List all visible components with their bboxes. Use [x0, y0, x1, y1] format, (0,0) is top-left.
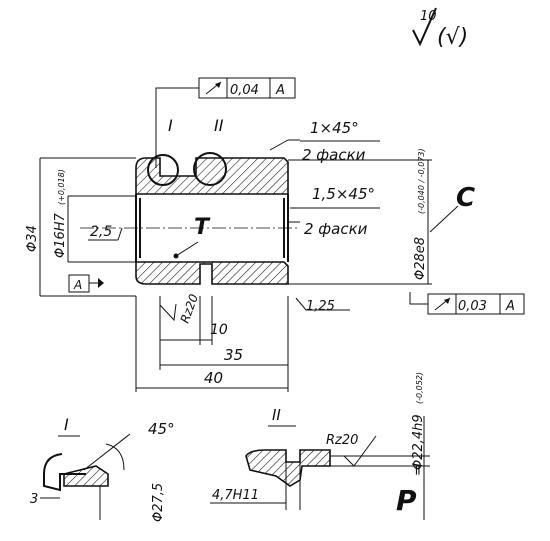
- detail-view-2: II Rz20 4,7H11: [210, 406, 377, 510]
- detail-2-groove: 4,7H11: [212, 488, 259, 503]
- label-C: C: [456, 183, 475, 213]
- p-dim: Φ22,4h9: [411, 414, 426, 470]
- label-T: T: [194, 215, 211, 240]
- datum-a-box: A: [68, 274, 104, 293]
- dim-1-25: 1,25: [306, 299, 335, 314]
- tolerance-frame-top: 0,04 A: [155, 77, 296, 168]
- bushing-section: [80, 152, 300, 285]
- surface-finish-symbol: 10 (√): [412, 7, 468, 50]
- tolerance-right-datum: A: [505, 299, 515, 314]
- surface-finish-value: 10: [420, 9, 437, 24]
- check-mark-icon: [412, 7, 437, 47]
- tolerance-right-value: 0,03: [458, 299, 487, 314]
- detail-view-1: I 45° 3 Φ27,5: [30, 415, 175, 522]
- inner-chamfer-count: 2 фаски: [304, 220, 368, 238]
- dim-d34: Φ34: [25, 225, 40, 252]
- tolerance-frame-right: 0,03 A: [409, 292, 525, 315]
- dim-d16: Φ16H7: [53, 212, 68, 258]
- p-tol: (-0,052): [415, 372, 424, 404]
- label-P: P: [396, 484, 417, 517]
- dim-d28: Φ28e8: [413, 237, 428, 280]
- dim-10: 10: [210, 322, 228, 338]
- surface-finish-note: (√): [437, 25, 468, 50]
- inner-chamfer-size: 1,5×45°: [312, 185, 375, 203]
- detail-1-title: I: [64, 415, 69, 434]
- dim-d28-tol: (-0,040 / -0,073): [417, 148, 426, 214]
- detail-2-rz: Rz20: [326, 433, 358, 448]
- detail-2-title: II: [272, 406, 281, 424]
- dim-d16-tol: (+0,018): [57, 169, 66, 205]
- dim-rz20: Rz20: [178, 292, 202, 325]
- outer-chamfer-size: 1×45°: [310, 119, 359, 137]
- detail-1-dim3: 3: [30, 492, 38, 507]
- tolerance-top-value: 0,04: [230, 83, 259, 98]
- dim-35: 35: [224, 346, 243, 364]
- outer-chamfer-count: 2 фаски: [302, 146, 366, 164]
- datum-a-label: A: [73, 278, 82, 292]
- detail-1-d275: Φ27,5: [151, 483, 166, 522]
- detail-circle-2: [193, 152, 227, 186]
- view-marker-2: II: [214, 116, 224, 135]
- p-eq: =: [411, 465, 426, 476]
- dim-40: 40: [204, 369, 223, 387]
- leader-line: [155, 87, 199, 168]
- dim-2-5: 2,5: [90, 224, 112, 240]
- tolerance-top-datum: A: [275, 83, 285, 98]
- detail-1-angle: 45°: [148, 420, 175, 438]
- detail-circle-1: [147, 154, 179, 186]
- view-marker-1: I: [168, 116, 173, 135]
